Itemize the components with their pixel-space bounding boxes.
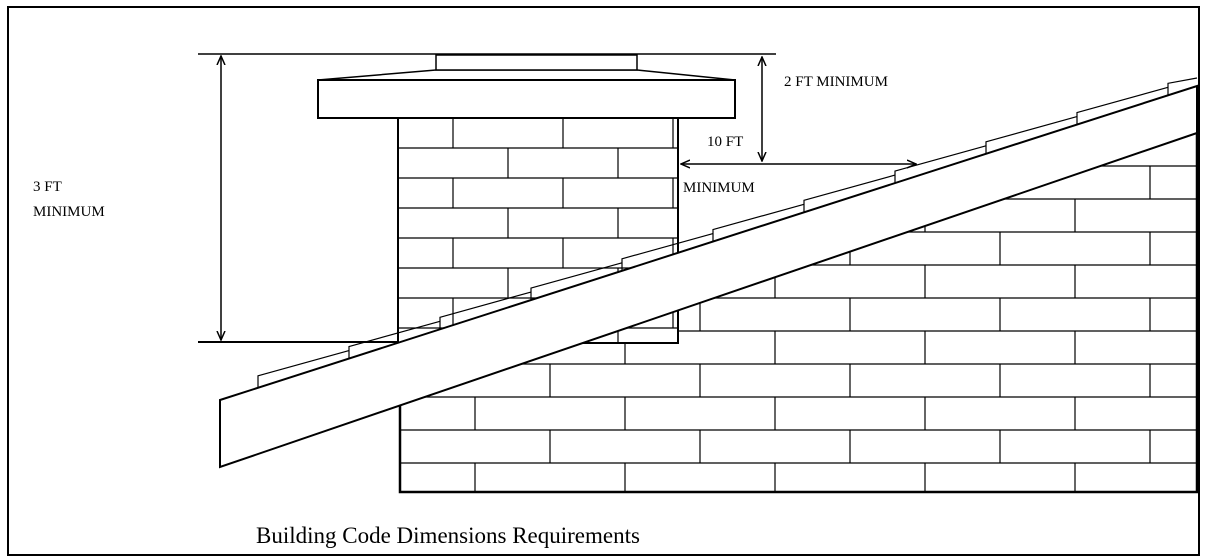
shingle: [1076, 86, 1169, 125]
house-wall-outline: [398, 133, 1199, 494]
shingle: [894, 145, 987, 184]
shingle: [257, 349, 350, 388]
diagram-caption: Building Code Dimensions Requirements: [256, 523, 640, 548]
shingle: [439, 291, 532, 330]
roof-board: [219, 84, 1198, 469]
shingle: [348, 320, 441, 359]
label-two-ft-minimum: 2 FT MINIMUM: [784, 74, 888, 90]
shingle: [985, 115, 1078, 154]
shingle: [621, 232, 714, 271]
chimney-cap-top: [435, 54, 638, 71]
roof-shingles: [257, 77, 1198, 388]
shingle: [530, 262, 623, 301]
shingle: [803, 174, 896, 213]
chimney-cap-flare: [317, 69, 736, 81]
diagram-border: [7, 6, 1200, 556]
shingle: [1167, 77, 1198, 96]
label-ten-ft: 10 FT: [707, 134, 743, 150]
shingle: [712, 203, 805, 242]
label-three-ft-minimum: MINIMUM: [33, 204, 105, 220]
label-three-ft: 3 FT: [33, 179, 62, 195]
chimney-crown: [317, 79, 736, 119]
label-ten-ft-minimum: MINIMUM: [683, 180, 755, 196]
